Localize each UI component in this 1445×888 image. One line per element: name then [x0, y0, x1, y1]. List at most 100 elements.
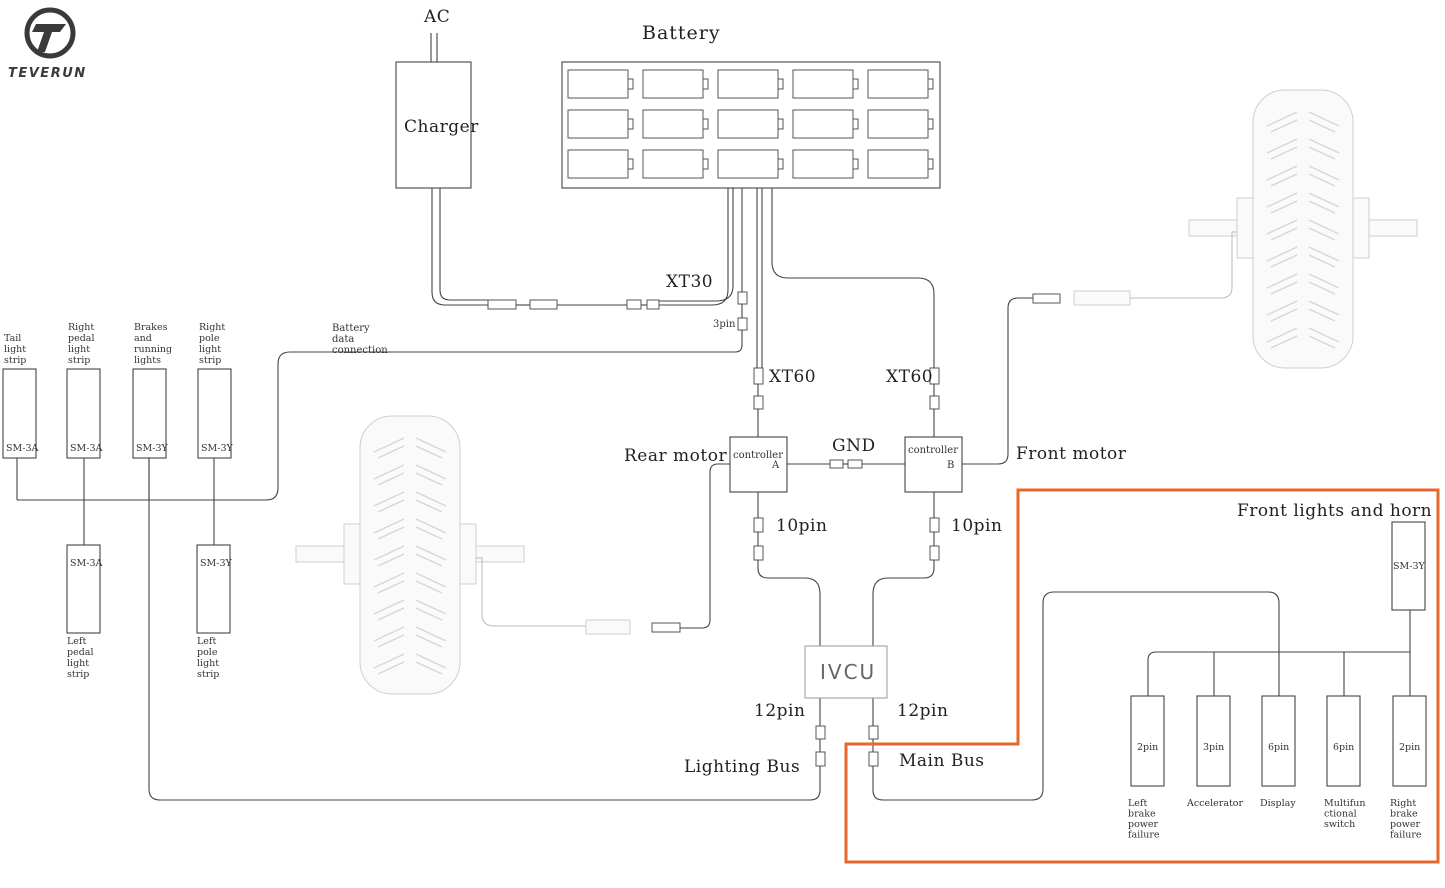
- light-strip-module-label: SM-3A: [70, 558, 102, 569]
- rear-wheel-drawing: [295, 415, 631, 695]
- main-bus-device-pin: 2pin: [1399, 742, 1420, 753]
- pin12-right-label: 12pin: [897, 701, 948, 721]
- rear-motor-label: Rear motor: [624, 446, 727, 466]
- pin3-label: 3pin: [713, 319, 736, 330]
- brand-name: TEVERUN: [8, 66, 87, 81]
- light-strip-name: pole: [199, 333, 220, 344]
- xt60-left-connector-a: [753, 367, 764, 385]
- charger-block: AC Charger: [395, 7, 479, 189]
- main-bus-device: [1326, 695, 1361, 787]
- battery-cell-terminal: [777, 158, 784, 170]
- light-strip-name: lights: [134, 355, 161, 366]
- battery-cell: [717, 149, 779, 179]
- pin10-left-connector-b: [753, 545, 764, 561]
- battery-cell: [867, 109, 929, 139]
- battery-cell: [867, 69, 929, 99]
- light-strip-name: pedal: [67, 647, 94, 658]
- data-connector-a: [737, 291, 748, 305]
- battery-cell-terminal: [702, 158, 709, 170]
- battery-cell-terminal: [852, 118, 859, 130]
- pin12-left-connector-a: [815, 725, 826, 740]
- main-bus-device-name: brake: [1128, 809, 1156, 820]
- light-strip-name: Left: [197, 636, 216, 647]
- xt60-right-connector-b: [929, 395, 940, 410]
- main-bus-device-name: brake: [1390, 809, 1418, 820]
- xt30-connector-d: [646, 299, 660, 310]
- light-strip-module-label: SM-3Y: [200, 558, 232, 569]
- battery-cell-terminal: [777, 78, 784, 90]
- main-bus-device-name: ctional: [1324, 809, 1357, 820]
- battery-cell: [567, 69, 629, 99]
- lighting-bus-label: Lighting Bus: [684, 757, 800, 777]
- xt60-left-label: XT60: [769, 367, 816, 387]
- front-motor-label: Front motor: [1016, 444, 1127, 464]
- battery-cell: [642, 69, 704, 99]
- battery-cell-terminal: [852, 158, 859, 170]
- front-sm-label: SM-3Y: [1393, 561, 1425, 572]
- controller-b: controller B: [904, 436, 963, 493]
- main-bus-label: Main Bus: [899, 751, 985, 771]
- light-strip-name: pole: [197, 647, 218, 658]
- light-strip-name: light: [4, 344, 26, 355]
- xt60-right-connector-a: [929, 367, 940, 385]
- light-strip-name: strip: [67, 669, 89, 680]
- wires: [16, 188, 1411, 801]
- battery-cell: [642, 149, 704, 179]
- highlight-frame: [844, 488, 1440, 864]
- battery-data-label-1: Battery: [332, 323, 370, 334]
- main-bus-device-name: Accelerator: [1186, 798, 1244, 809]
- charger-box: [395, 61, 472, 189]
- light-strip-module: [66, 544, 101, 634]
- battery-cell: [792, 109, 854, 139]
- pin10-right-connector-a: [929, 517, 940, 533]
- light-strip-name: light: [199, 344, 221, 355]
- light-strip-module: [196, 544, 231, 634]
- front-motor-connector: [1032, 293, 1061, 304]
- light-strip-module: [2, 368, 37, 459]
- xt30-label: XT30: [666, 272, 713, 292]
- main-bus-device: [1196, 695, 1231, 787]
- ivcu-label: IVCU: [820, 660, 876, 684]
- front-lights-horn-label: Front lights and horn: [1237, 501, 1432, 521]
- battery-cell: [642, 109, 704, 139]
- light-strip-module: [132, 368, 167, 459]
- pin12-left-label: 12pin: [754, 701, 805, 721]
- light-strip-name: light: [67, 658, 89, 669]
- controller-a: controller A: [729, 436, 788, 493]
- light-strip-name: Right: [68, 322, 94, 333]
- battery-cell-terminal: [852, 78, 859, 90]
- xt30-connector-a: [487, 299, 517, 310]
- main-bus-device-pin: 6pin: [1333, 742, 1354, 753]
- gnd-label: GND: [832, 436, 876, 456]
- battery-cell-terminal: [702, 78, 709, 90]
- main-bus-devices: 2pinLeftbrakepowerfailure3pinAccelerator…: [1128, 695, 1427, 841]
- controller-a-letter: A: [771, 460, 780, 471]
- xt30-connector-c: [626, 299, 642, 310]
- main-bus-device-name: Left: [1128, 798, 1147, 809]
- main-bus-device-name: Display: [1260, 798, 1296, 809]
- battery-block: Battery: [561, 22, 941, 189]
- light-strip-module: [66, 368, 101, 459]
- pin12-right-connector-b: [868, 751, 879, 767]
- gnd-connector-b: [847, 459, 863, 469]
- light-strip-name: strip: [199, 355, 221, 366]
- front-lights-horn-section: Front lights and horn SM-3Y 2pinLeftbrak…: [844, 488, 1440, 864]
- main-bus-device-name: power: [1128, 819, 1159, 830]
- pin10-right-label: 10pin: [951, 516, 1002, 536]
- battery-cell-terminal: [777, 118, 784, 130]
- battery-cell-terminal: [627, 78, 634, 90]
- light-strip-name: pedal: [68, 333, 95, 344]
- pin12-right-connector-a: [868, 725, 879, 740]
- light-strip-name: and: [134, 333, 152, 344]
- light-strip-module: [197, 368, 232, 459]
- light-strip-name: strip: [197, 669, 219, 680]
- battery-cell-terminal: [702, 118, 709, 130]
- main-bus-device-pin: 3pin: [1203, 742, 1224, 753]
- connectors: [487, 291, 1061, 767]
- ac-label: AC: [423, 7, 450, 27]
- xt60-left-connector-b: [753, 395, 764, 410]
- battery-cell-terminal: [627, 118, 634, 130]
- main-bus-device: [1130, 695, 1165, 787]
- main-bus-device-name: Right: [1390, 798, 1416, 809]
- main-bus-device-name: failure: [1128, 830, 1160, 841]
